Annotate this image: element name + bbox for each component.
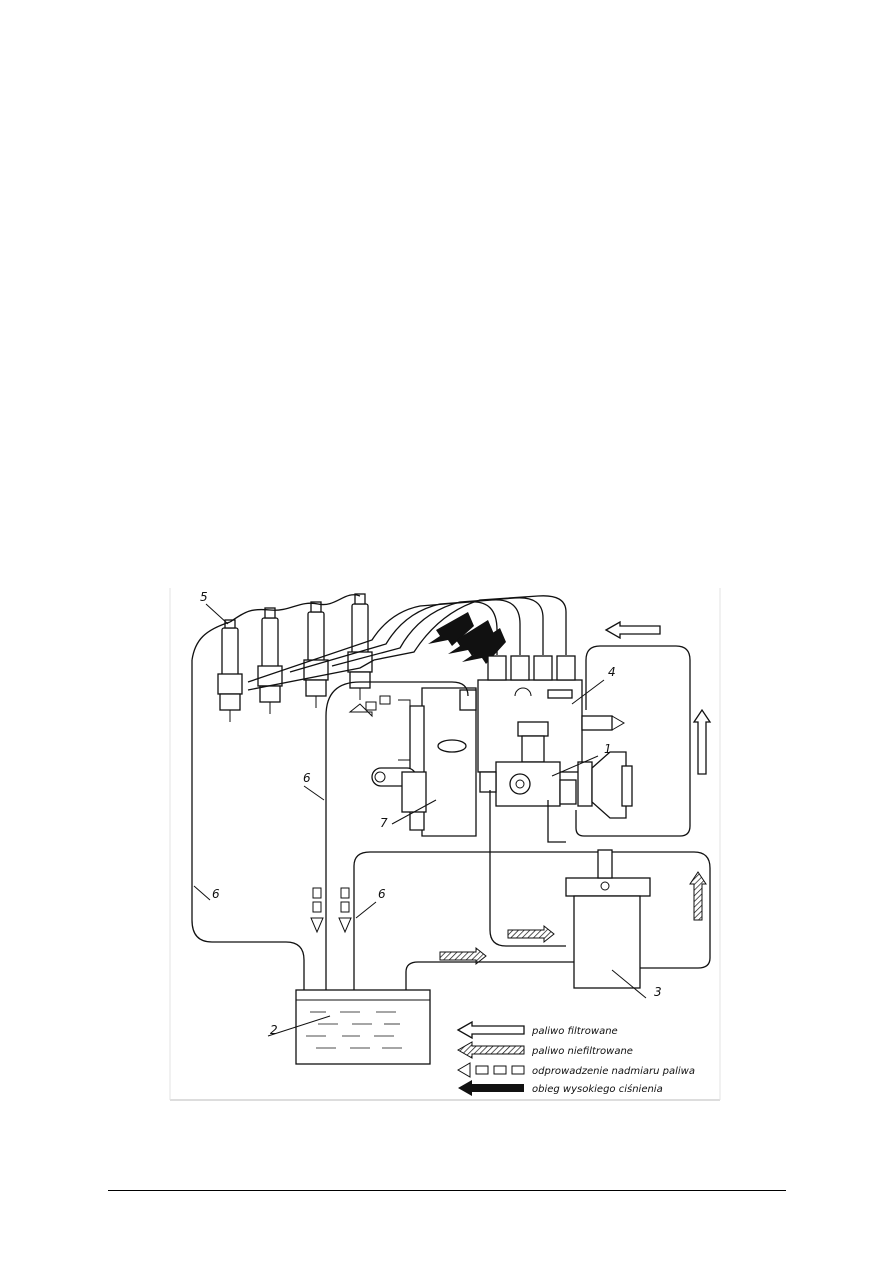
unfiltered-fuel-arrows: [439, 871, 707, 966]
label-7: 7: [380, 816, 388, 830]
legend: paliwo filtrowane paliwo niefiltrowane o…: [456, 1020, 695, 1096]
injector-2: [257, 607, 283, 714]
figure-frame: [169, 588, 721, 1101]
label-1: 1: [604, 742, 612, 756]
label-2: 2: [270, 1023, 278, 1037]
injector-3: [303, 601, 329, 708]
label-6a: 6: [303, 771, 311, 785]
label-4: 4: [608, 665, 616, 679]
label-3: 3: [654, 985, 662, 999]
label-5: 5: [200, 590, 208, 604]
fuel-tank: [295, 989, 431, 1065]
feed-pump: [479, 761, 577, 807]
injectors: [191, 593, 373, 722]
filtered-fuel-arrows: [604, 620, 712, 775]
injection-lines: [247, 595, 567, 691]
legend-filtered-label: paliwo filtrowane: [531, 1026, 618, 1037]
engine-block: [371, 687, 477, 837]
legend-high-pressure-label: obieg wysokiego ciśnienia: [532, 1083, 663, 1095]
high-pressure-arrows: [428, 612, 506, 664]
part-labels: 1 2 3 4 5 6 6 6 7: [193, 590, 662, 1037]
label-6b: 6: [212, 887, 220, 901]
label-6c: 6: [378, 887, 386, 901]
legend-filtered: paliwo filtrowane: [456, 1020, 618, 1040]
legend-unfiltered: paliwo niefiltrowane: [456, 1041, 633, 1059]
injection-pump: [477, 655, 625, 773]
legend-excess-label: odprowadzenie nadmiaru paliwa: [532, 1066, 695, 1077]
fuel-filter: [565, 849, 651, 989]
governor: [577, 751, 633, 819]
excess-fuel-arrows: [310, 695, 391, 934]
legend-excess: odprowadzenie nadmiaru paliwa: [457, 1062, 695, 1078]
legend-high-pressure: obieg wysokiego ciśnienia: [458, 1080, 663, 1096]
legend-unfiltered-label: paliwo niefiltrowane: [531, 1046, 633, 1057]
injector-1: [217, 619, 243, 722]
footer-rule: [108, 1190, 786, 1191]
